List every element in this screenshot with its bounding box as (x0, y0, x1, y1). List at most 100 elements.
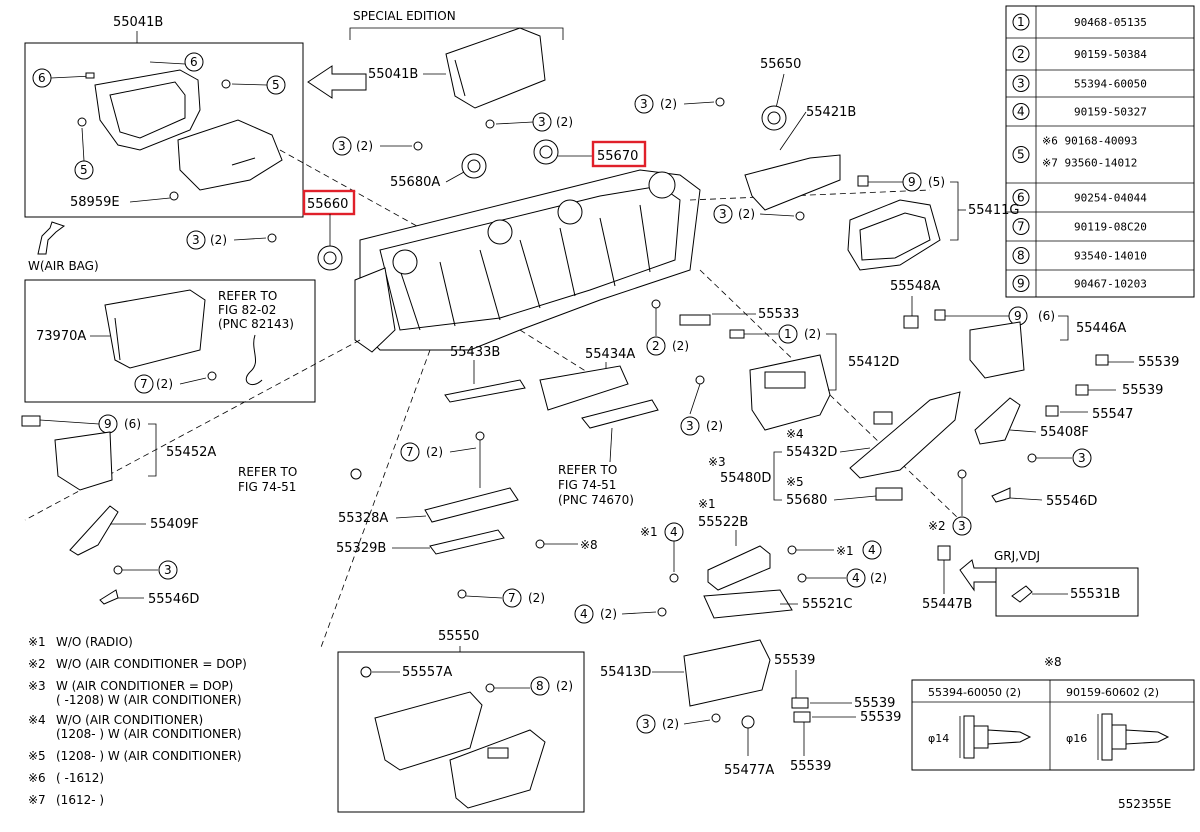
part-55680a-vent (461, 153, 487, 179)
page-code: 552355E (1118, 797, 1171, 811)
svg-text:(6): (6) (1038, 309, 1055, 323)
special-edition-label: SPECIAL EDITION (353, 9, 456, 23)
svg-text:3: 3 (640, 97, 648, 111)
fastener-no-circle (1012, 103, 1030, 120)
screw-dim-1: φ14 (928, 732, 949, 745)
group-55480d: ※4 55432D ※3 55480D ※5 55680 3 ※2 55546D (708, 391, 1097, 536)
ref-7451a-line1: REFER TO (238, 465, 297, 479)
callout-58959E: 58959E (70, 195, 120, 210)
svg-text:9: 9 (908, 175, 916, 189)
screw-header-1: 55394-60050 (2) (928, 686, 1021, 699)
ref-7451b-line1: REFER TO (558, 463, 617, 477)
note-text: ( -1208) W (AIR CONDITIONER) (56, 693, 242, 707)
svg-text:※1: ※1 (836, 544, 854, 558)
part-55433b (444, 379, 526, 403)
part-55434a (539, 365, 629, 411)
fastener-no: 1 (1017, 15, 1025, 29)
fastener-no-circle (1012, 146, 1030, 163)
note-mark: ※1 (28, 635, 46, 649)
screw-icon (987, 729, 1032, 745)
screw-header-2: 90159-60602 (2) (1066, 686, 1159, 699)
ref-82-line1: REFER TO (218, 289, 277, 303)
group-55650: 55650 3 (2) 55421B (634, 57, 856, 151)
grj-label: GRJ,VDJ (994, 549, 1040, 563)
screw-table: ※8 55394-60050 (2) 90159-60602 (2) φ14 φ… (911, 655, 1195, 771)
svg-text:(2): (2) (738, 207, 755, 221)
note-text: (1208- ) W (AIR CONDITIONER) (56, 727, 242, 741)
fastener-part-number: 90254-04044 (1074, 192, 1147, 205)
svg-text:(2): (2) (156, 377, 173, 391)
group-55522b: ※1 55522B ※1 4 ※1 4 4 (2) 55521C 4 (2) (574, 497, 887, 624)
fastener-part-number: 93540-14010 (1074, 250, 1147, 263)
group-55670: 3 (2) 55670 (485, 112, 647, 168)
part-grip (581, 399, 659, 429)
part-55408f (974, 397, 1021, 445)
svg-text:3: 3 (719, 207, 727, 221)
svg-text:(2): (2) (600, 607, 617, 621)
fastener-no-circle (1012, 45, 1030, 63)
callout-55409F: 55409F (150, 517, 199, 532)
callout-55421B: 55421B (806, 105, 856, 120)
group-55548a: 55548A (890, 279, 940, 329)
group-55328a: 7 (2) 55328A 55329B ※8 7 (2) (336, 431, 598, 608)
svg-text:※4: ※4 (786, 427, 804, 441)
part-55670-vent (533, 139, 559, 165)
callout-55433B: 55433B (450, 345, 500, 360)
svg-text:(2): (2) (870, 571, 887, 585)
fastener-no-circle (1012, 247, 1030, 264)
note-mark: ※5 (28, 749, 46, 763)
callout-55670: 55670 (597, 149, 638, 164)
fastener-no: 3 (1017, 77, 1025, 91)
svg-text:3: 3 (1078, 451, 1086, 465)
svg-text:※1: ※1 (640, 525, 658, 539)
ref-7451b-line3: (PNC 74670) (558, 493, 634, 507)
group-55660: 3 (2) 55660 (186, 189, 356, 271)
svg-text:7: 7 (140, 377, 148, 391)
group-73970a: 73970A REFER TO FIG 82-02 (PNC 82143) 7 … (24, 279, 316, 403)
svg-text:3: 3 (958, 519, 966, 533)
svg-text:(2): (2) (706, 419, 723, 433)
part-55413d (683, 639, 771, 707)
part-55041b-special (445, 27, 546, 109)
callout-55650: 55650 (760, 57, 801, 72)
part-55680 (875, 487, 903, 501)
callout-55680A: 55680A (390, 175, 440, 190)
group-special-edition: SPECIAL EDITION 55041B (349, 9, 564, 109)
callout-55041B-top: 55041B (113, 15, 163, 30)
part-55521c (703, 589, 793, 619)
arrow-left-icon (307, 65, 367, 99)
part-55522b (707, 545, 771, 591)
svg-text:(2): (2) (426, 445, 443, 459)
ref-82-line3: (PNC 82143) (218, 317, 294, 331)
note-text: (1208- ) W (AIR CONDITIONER) (56, 749, 242, 763)
callout-55477A: 55477A (724, 763, 774, 778)
arrow-up-icon (37, 221, 66, 255)
callout-55557A: 55557A (402, 665, 452, 680)
callout-55531B: 55531B (1070, 587, 1120, 602)
part-55328a (424, 487, 519, 523)
note-mark: ※3 (28, 679, 46, 693)
fastener-part-number: ※7 93560-14012 (1042, 157, 1137, 170)
fastener-no: 7 (1017, 220, 1025, 234)
callout-55521C: 55521C (802, 597, 852, 612)
svg-text:9: 9 (1014, 309, 1022, 323)
svg-text:7: 7 (406, 445, 414, 459)
fastener-no-circle (1012, 75, 1030, 92)
fastener-no: 4 (1017, 105, 1025, 119)
part-glovebox-door (449, 729, 546, 809)
instrument-panel-main (24, 169, 961, 651)
svg-text:(6): (6) (124, 417, 141, 431)
callout-55432D: 55432D (786, 445, 837, 460)
svg-text:8: 8 (536, 679, 544, 693)
note-text: W/O (AIR CONDITIONER) (56, 713, 203, 727)
highlight-55660 (302, 189, 356, 216)
part-55409f (69, 505, 119, 556)
callout-55480D: 55480D (720, 471, 771, 486)
callout-55434A: 55434A (585, 347, 635, 362)
svg-text:(2): (2) (672, 339, 689, 353)
detail-box-55041b (24, 42, 304, 218)
part-55432d (849, 391, 961, 479)
group-55413d: 55413D 55539 55539 55539 55539 3 (2) 554… (600, 639, 901, 778)
